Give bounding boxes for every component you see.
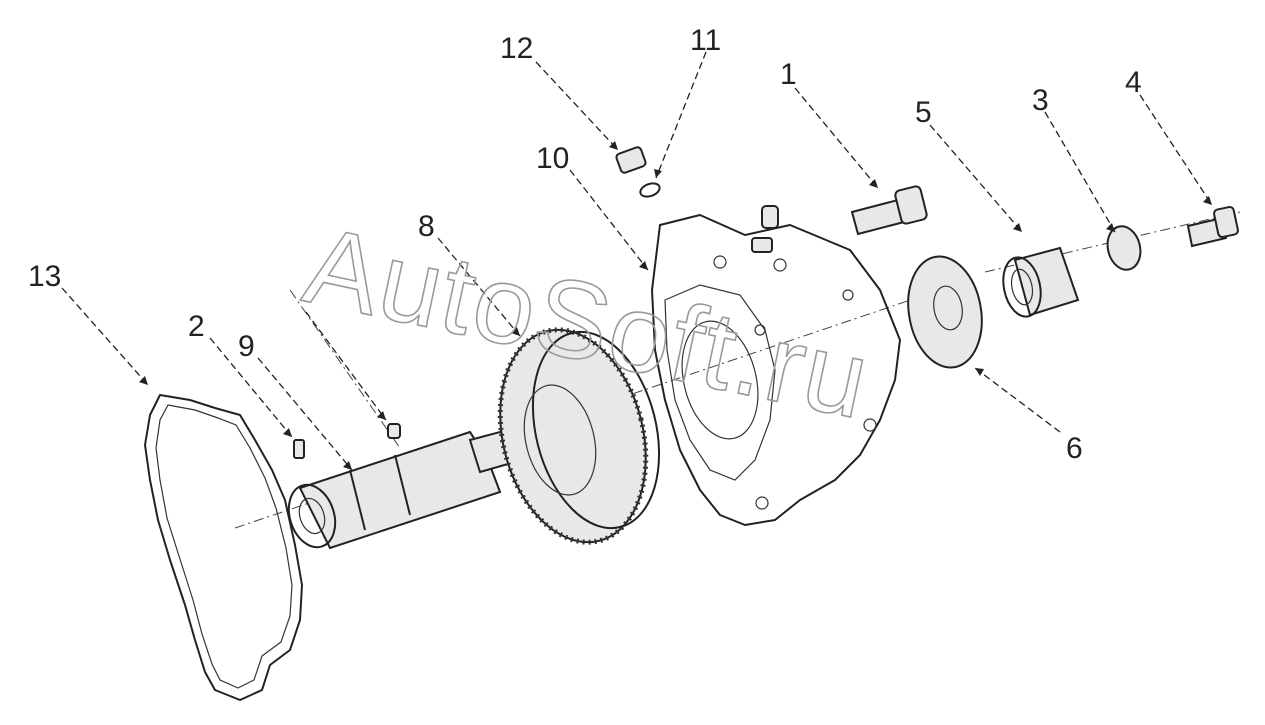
callout-10: 10 xyxy=(536,142,569,175)
callout-labels: 13 2 9 8 10 12 11 1 5 3 4 6 xyxy=(28,24,1142,465)
callout-2: 2 xyxy=(188,310,205,343)
flange-part-6 xyxy=(907,255,983,369)
callout-9: 9 xyxy=(238,330,255,363)
bolt-part-4 xyxy=(1186,205,1239,248)
gasket-part-13 xyxy=(144,394,303,701)
housing-part-10 xyxy=(651,205,901,526)
pin-part-9 xyxy=(387,423,401,439)
callout-11: 11 xyxy=(690,24,721,57)
pin-part-2 xyxy=(293,439,305,459)
leader-lines xyxy=(61,51,1213,471)
pin-axis xyxy=(289,289,401,449)
callout-5: 5 xyxy=(915,96,932,129)
callout-3: 3 xyxy=(1032,84,1049,117)
shaft xyxy=(287,426,524,550)
callout-12: 12 xyxy=(500,32,533,65)
callout-4: 4 xyxy=(1125,66,1142,99)
bushing-part-5 xyxy=(1002,246,1080,318)
washer-part-11 xyxy=(639,182,661,198)
plug-part-12 xyxy=(615,146,647,174)
callout-1: 1 xyxy=(780,58,797,91)
washer-part-3 xyxy=(1106,225,1142,271)
callout-6: 6 xyxy=(1066,432,1083,465)
gear-part-8 xyxy=(497,327,661,545)
callout-8: 8 xyxy=(418,210,435,243)
bolt-part-1 xyxy=(850,185,928,236)
callout-13: 13 xyxy=(28,260,61,293)
